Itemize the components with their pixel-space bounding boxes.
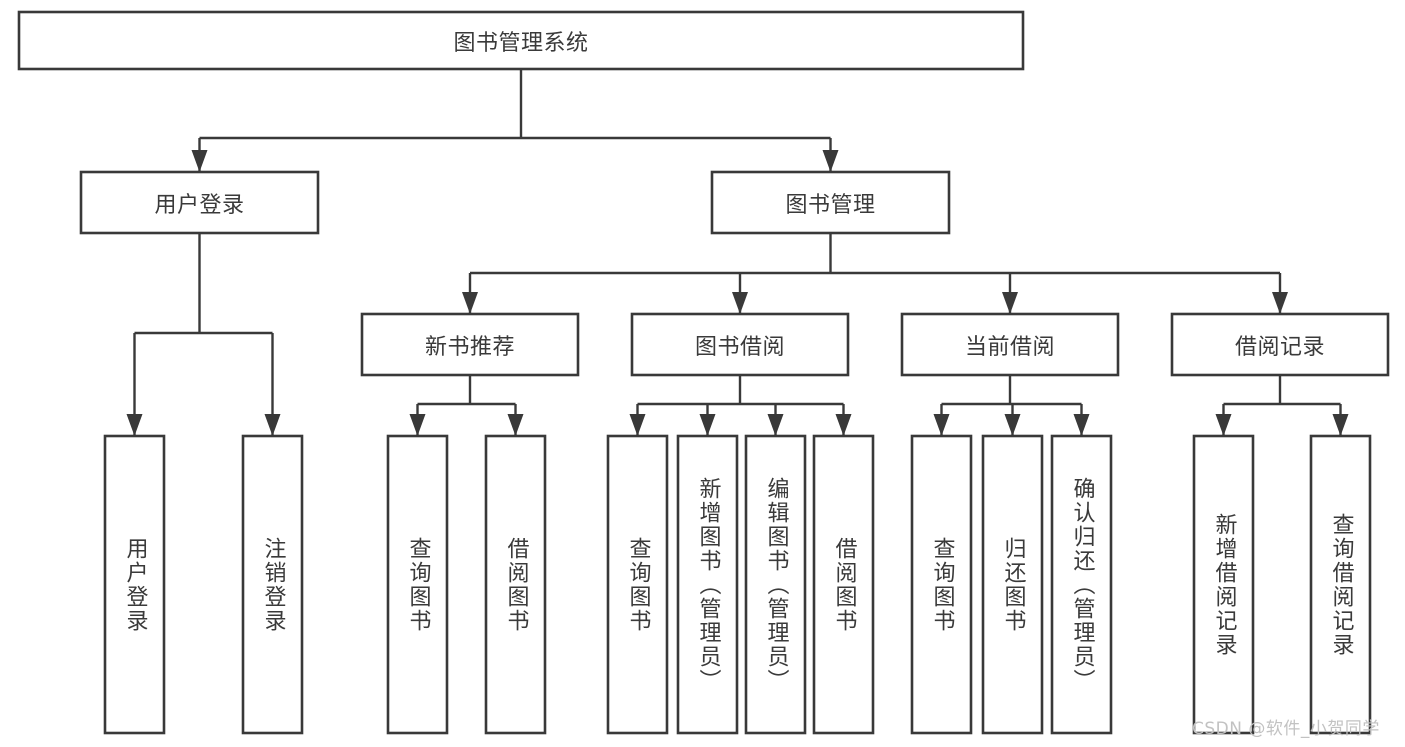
node-box-leaf-borrow-book-1[interactable] xyxy=(484,434,547,735)
node-box-leaf-query-record[interactable] xyxy=(1309,434,1372,735)
node-box-borrow-record[interactable] xyxy=(1170,312,1390,377)
node-box-user-login[interactable] xyxy=(79,170,320,235)
arrow-head-icon-leaf-user-login xyxy=(126,414,143,436)
arrow-head-icon-leaf-user-logout xyxy=(264,414,281,436)
connectors-layer xyxy=(126,69,1349,436)
arrow-head-icon-leaf-confirm-return xyxy=(1073,414,1090,436)
csdn-watermark: CSDN @软件_小贺同学 xyxy=(1192,719,1380,739)
arrow-head-icon-leaf-add-book xyxy=(699,414,716,436)
arrow-head-icon-leaf-query-record xyxy=(1332,414,1349,436)
node-box-leaf-add-record[interactable] xyxy=(1192,434,1255,735)
arrow-head-icon-book-borrow xyxy=(732,292,748,314)
node-box-leaf-borrow-book-2[interactable] xyxy=(812,434,875,735)
node-box-current-borrow[interactable] xyxy=(900,312,1120,377)
node-box-book-manage[interactable] xyxy=(710,170,951,235)
arrow-head-icon-leaf-query-book-3 xyxy=(933,414,950,436)
node-box-leaf-add-book[interactable] xyxy=(676,434,739,735)
node-boxes-layer xyxy=(17,10,1390,735)
arrow-head-icon-current-borrow xyxy=(1002,292,1018,314)
node-box-leaf-confirm-return[interactable] xyxy=(1050,434,1113,735)
arrow-head-icon-leaf-add-record xyxy=(1215,414,1232,436)
arrow-head-icon-borrow-record xyxy=(1272,292,1288,314)
node-box-new-book-recommend[interactable] xyxy=(360,312,580,377)
node-box-leaf-query-book-1[interactable] xyxy=(386,434,449,735)
node-box-leaf-return-book[interactable] xyxy=(981,434,1044,735)
arrow-head-icon-leaf-query-book-2 xyxy=(629,414,646,436)
node-box-book-borrow[interactable] xyxy=(630,312,850,377)
node-box-leaf-user-logout[interactable] xyxy=(241,434,304,735)
arrow-head-icon-leaf-edit-book xyxy=(767,414,784,436)
arrow-head-icon-leaf-borrow-book-1 xyxy=(507,414,524,436)
arrow-head-icon-user-login xyxy=(191,150,208,172)
node-box-root[interactable] xyxy=(17,10,1025,71)
node-box-leaf-user-login[interactable] xyxy=(103,434,166,735)
node-box-leaf-edit-book[interactable] xyxy=(744,434,807,735)
arrow-head-icon-leaf-borrow-book-2 xyxy=(835,414,852,436)
arrow-head-icon-new-book-recommend xyxy=(462,292,478,314)
node-box-leaf-query-book-2[interactable] xyxy=(606,434,669,735)
arrow-head-icon-leaf-query-book-1 xyxy=(409,414,426,436)
arrow-head-icon-leaf-return-book xyxy=(1004,414,1021,436)
node-box-leaf-query-book-3[interactable] xyxy=(910,434,973,735)
arrow-head-icon-book-manage xyxy=(822,150,839,172)
